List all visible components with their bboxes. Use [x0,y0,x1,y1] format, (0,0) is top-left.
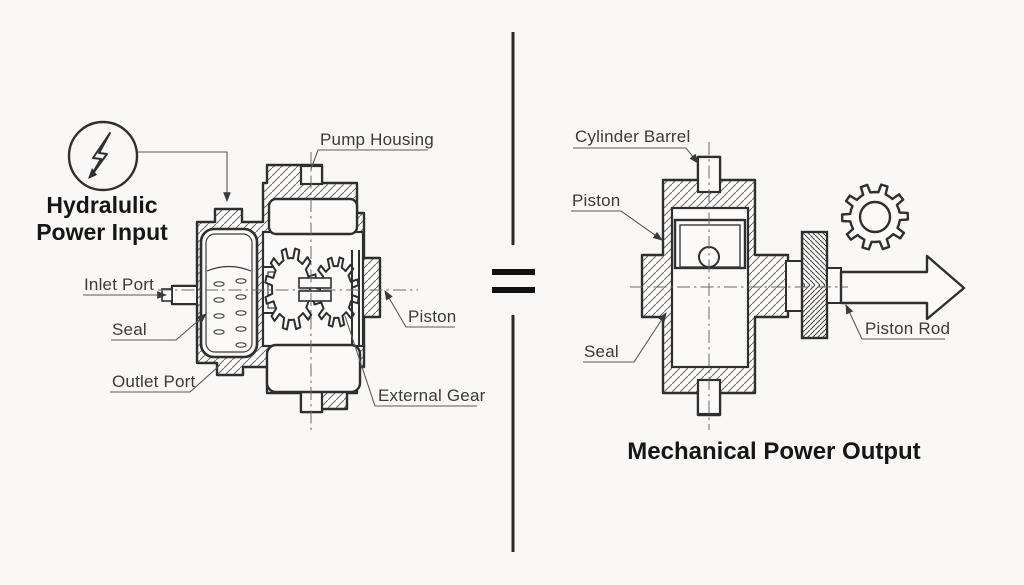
rod-coupling [800,230,829,340]
fluid-level-line [206,265,252,272]
fluid-droplets [213,278,247,348]
label-pump-housing: Pump Housing [320,130,434,149]
label-piston-right: Piston [572,191,620,210]
pump-housing-leader [310,149,428,170]
output-arrow [839,254,966,321]
label-seal-right: Seal [584,342,619,361]
external-gear-leader [344,315,477,407]
gear-icon-teeth [840,183,910,251]
piston-left-leader [384,290,455,328]
cylinder-barrel-leader [573,147,699,164]
label-external-gear: External Gear [378,386,486,405]
gear-icon [840,183,910,251]
inlet-port-nub [171,285,198,305]
hydraulic-power-title-line1: Hydralulic [46,192,157,218]
label-piston-rod: Piston Rod [865,319,950,338]
lightning-icon [67,120,139,192]
equals-symbol [492,269,535,293]
label-piston-left: Piston [408,307,456,326]
piston-shaft [785,260,803,312]
pump-reservoir [199,227,259,359]
pump-gear-large [264,247,318,331]
cylinder-diagram: Cylinder Barrel Piston Seal Piston Rod M… [571,127,966,465]
mechanical-power-title: Mechanical Power Output [627,438,920,465]
piston-right-leader [571,210,663,241]
gear-shaft-steps [298,277,332,302]
seal-right-leader [583,312,667,363]
gear-side-plate [351,250,360,345]
pump-upper-cavity [267,197,359,236]
hydraulic-power-title-line2: Power Input [36,219,168,245]
pump-diagram: Hydralulic Power Input Pump Housing Inle… [36,120,486,432]
pump-lower-cavity [265,343,362,394]
seal-left-leader [111,313,207,341]
cylinder-piston [673,218,747,270]
divider [492,32,535,552]
rod-stub [826,267,842,304]
label-seal-left: Seal [112,320,147,339]
label-outlet-port: Outlet Port [112,372,196,391]
label-inlet-port: Inlet Port [84,275,154,294]
piston-rod-leader [845,304,945,340]
outlet-port-leader [110,364,221,393]
label-cylinder-barrel: Cylinder Barrel [575,127,690,146]
power-input-leader [138,151,231,203]
